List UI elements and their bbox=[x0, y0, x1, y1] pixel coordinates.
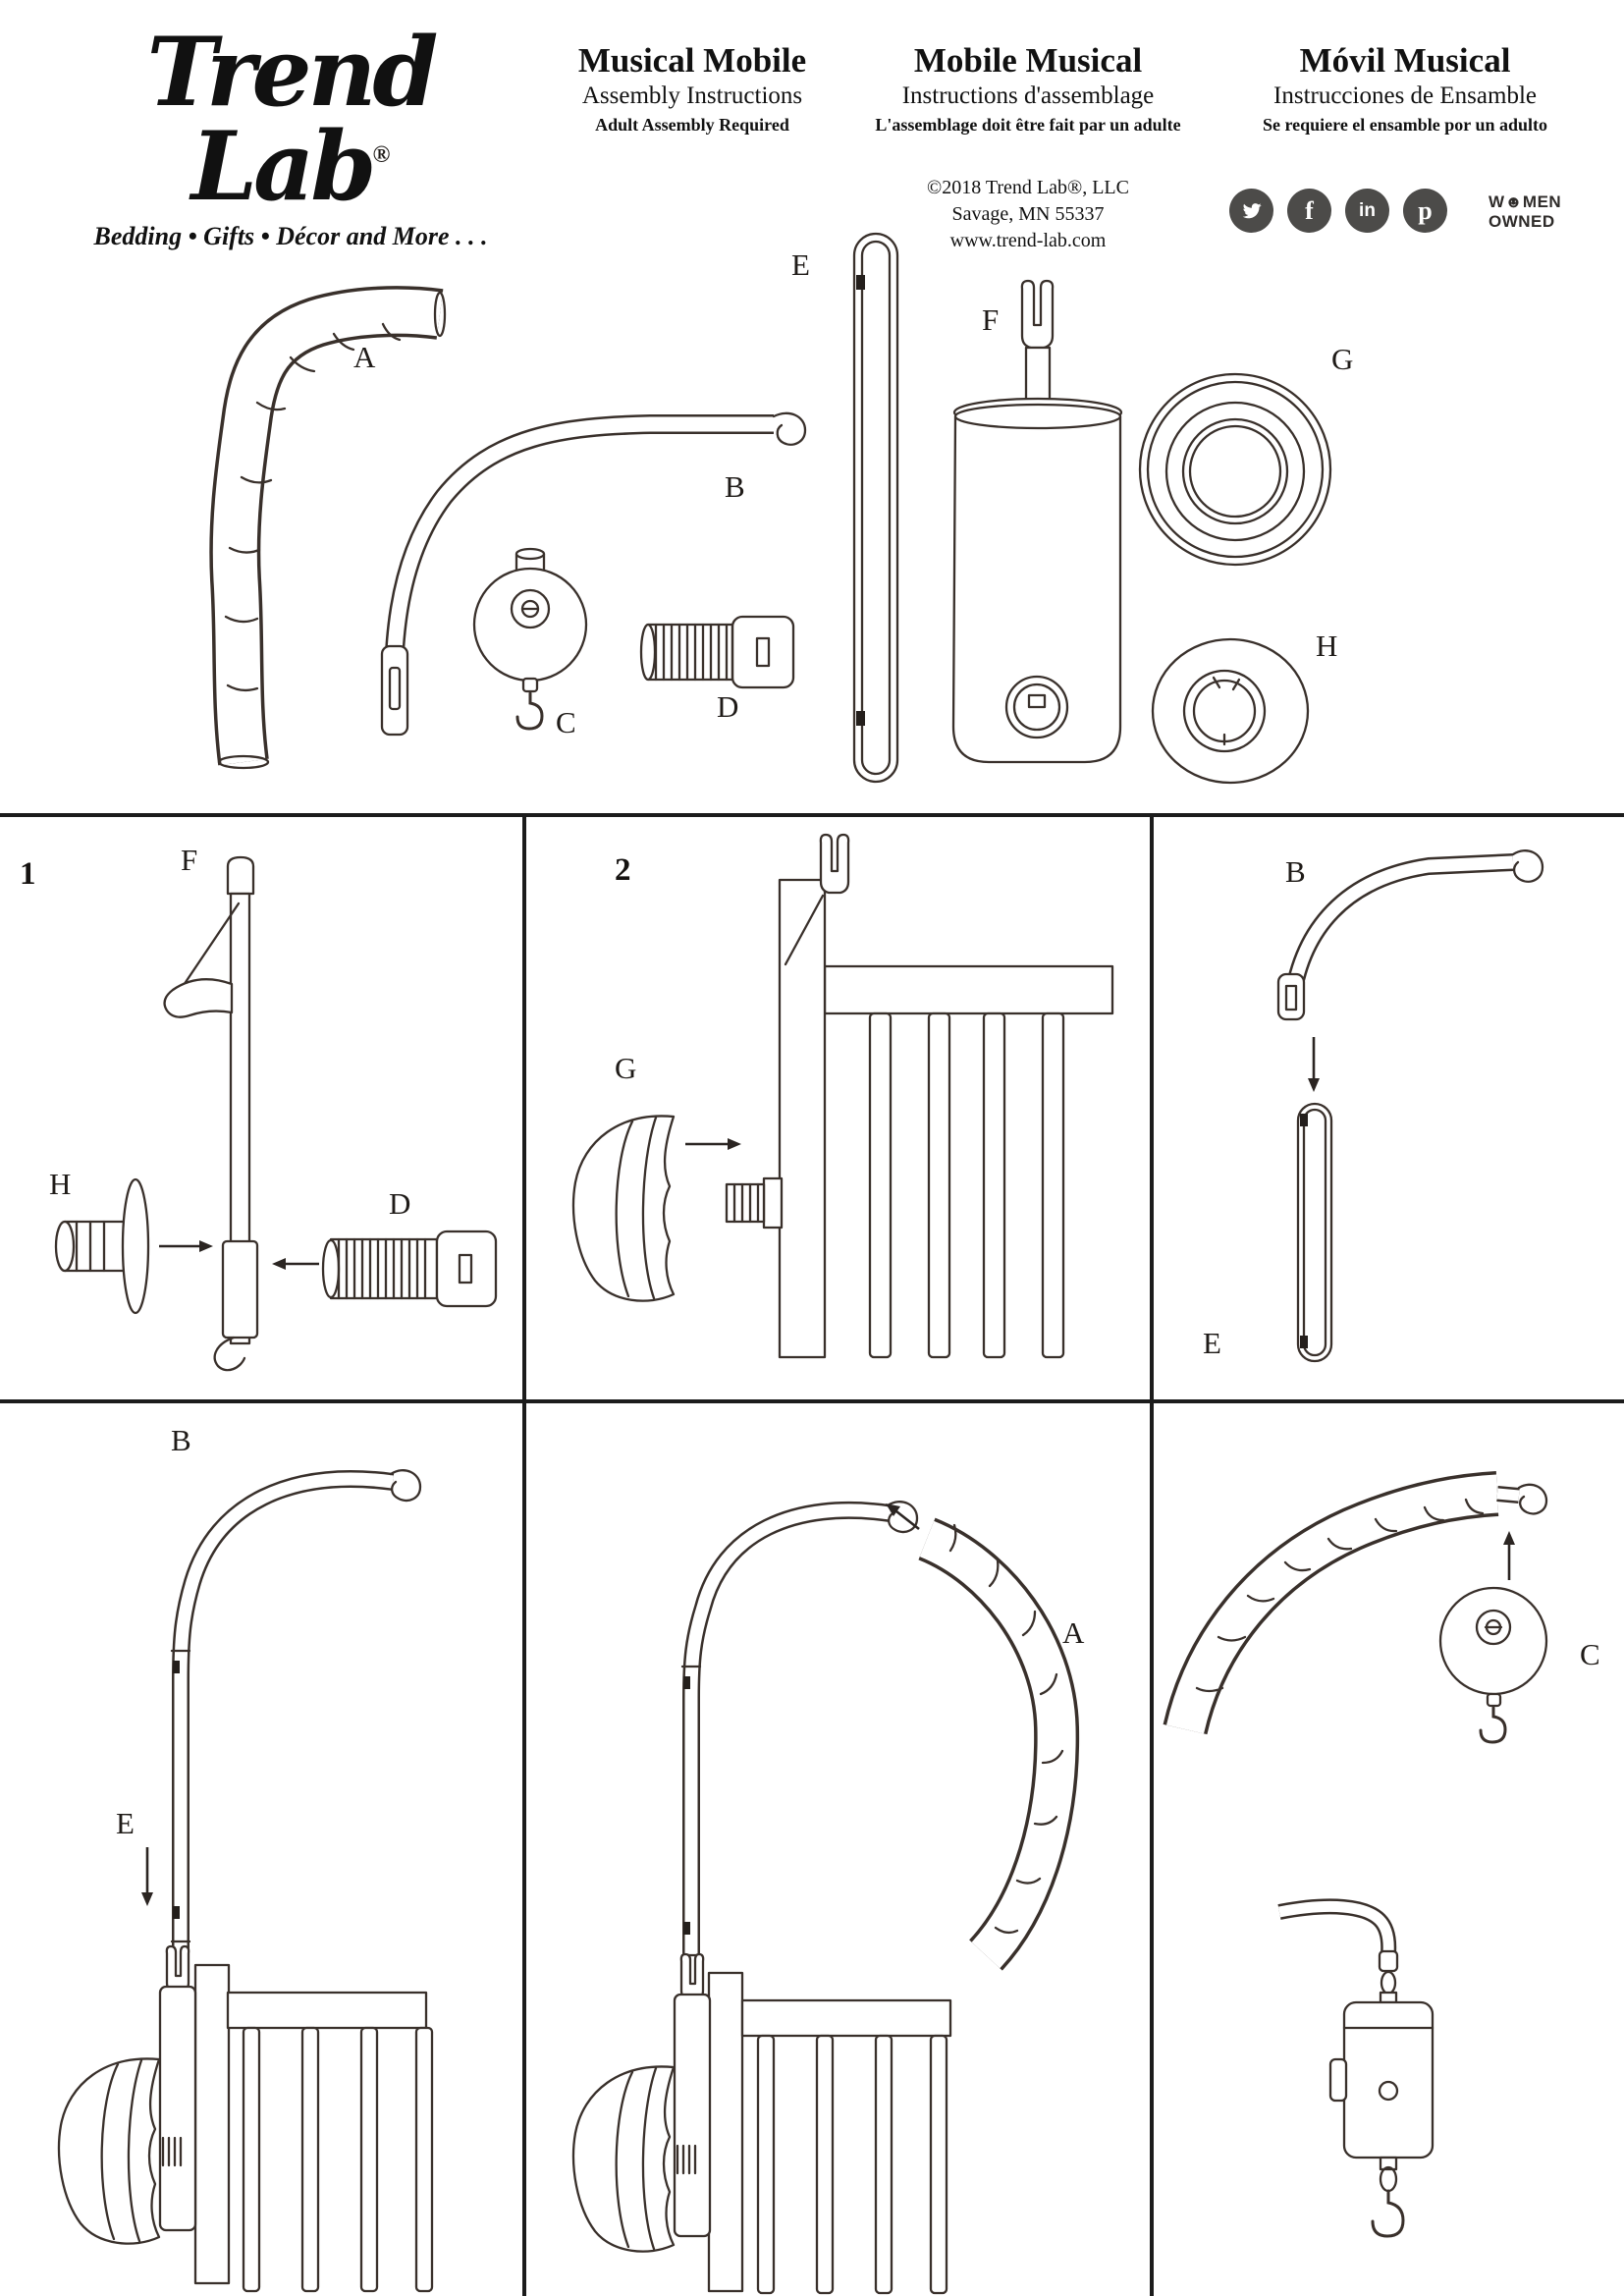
pinterest-icon: p bbox=[1403, 189, 1447, 233]
part-b-mobile-arm bbox=[380, 411, 807, 737]
title-column-spanish: Móvil Musical Instrucciones de Ensamble … bbox=[1233, 41, 1577, 136]
parts-diagram-section: A B C D E F G H bbox=[0, 224, 1624, 813]
brand-logo-block: Trend Lab® Bedding • Gifts • Décor and M… bbox=[55, 26, 526, 251]
step3-label-b: B bbox=[1285, 854, 1306, 889]
step5-crib-drawing bbox=[707, 1971, 952, 2295]
step6-music-box-drawing bbox=[1438, 1586, 1548, 1744]
step2-mobile-post-drawing bbox=[762, 833, 850, 1359]
trend-lab-logo: Trend Lab bbox=[146, 17, 438, 222]
step-1-panel: 1 F H D bbox=[0, 817, 526, 1403]
step4-clamp-drawing bbox=[158, 1944, 197, 2232]
facebook-icon: f bbox=[1287, 189, 1331, 233]
website-line: www.trend-lab.com bbox=[949, 230, 1107, 251]
step2-crib-drawing bbox=[823, 964, 1114, 1359]
step2-screw-drawing bbox=[725, 1182, 766, 1224]
note-english: Adult Assembly Required bbox=[595, 115, 789, 136]
step6-sleeved-arm-drawing bbox=[1163, 1471, 1548, 1735]
step4-label-b: B bbox=[171, 1423, 191, 1457]
part-label-h: H bbox=[1316, 629, 1338, 663]
brand-tagline: Bedding • Gifts • Décor and More . . . bbox=[93, 222, 488, 250]
part-d-threaded-screw bbox=[639, 615, 795, 689]
part-a-fabric-sleeve bbox=[209, 286, 447, 770]
social-icons: f in p bbox=[1229, 189, 1447, 233]
part-label-c: C bbox=[556, 705, 576, 739]
step5-sleeve-a-drawing bbox=[917, 1517, 1080, 1971]
women-owned-line1: W☻MEN bbox=[1489, 192, 1562, 211]
subtitle-spanish: Instrucciones de Ensamble bbox=[1273, 82, 1537, 109]
address-line: Savage, MN 55337 bbox=[951, 203, 1105, 225]
step4-arm-drawing bbox=[170, 1469, 422, 1953]
parts-diagram bbox=[209, 232, 1332, 785]
step5-arm-drawing bbox=[680, 1501, 919, 1969]
part-g-canopy-ring bbox=[1138, 372, 1332, 567]
step2-label-g: G bbox=[615, 1051, 637, 1085]
women-owned-line2: OWNED bbox=[1489, 211, 1555, 231]
step5-label-a: A bbox=[1062, 1615, 1085, 1650]
part-h-knob bbox=[1151, 637, 1310, 785]
step1-screw-d-drawing bbox=[321, 1230, 498, 1308]
step-5-diagram bbox=[571, 1501, 1080, 2295]
step1-label-f: F bbox=[181, 843, 198, 877]
step6-label-c: C bbox=[1580, 1637, 1600, 1671]
step5-canopy-drawing bbox=[571, 2065, 697, 2253]
step1-label-h: H bbox=[49, 1167, 72, 1201]
linkedin-icon: in bbox=[1345, 189, 1389, 233]
step-5-panel: A bbox=[526, 1403, 1154, 2296]
step-2-number: 2 bbox=[615, 852, 631, 888]
registered-mark: ® bbox=[372, 142, 391, 168]
step4-crib-drawing bbox=[193, 1963, 434, 2293]
step4-label-e: E bbox=[116, 1806, 135, 1840]
step-6-panel: C bbox=[1154, 1403, 1624, 2296]
step-2-panel: 2 G bbox=[526, 817, 1154, 1403]
steps-grid: 1 F H D bbox=[0, 813, 1624, 2296]
step-3-diagram bbox=[1276, 849, 1544, 1363]
step3-arm-b-drawing bbox=[1276, 849, 1544, 1021]
title-column-french: Mobile Musical Instructions d'assemblage… bbox=[862, 41, 1194, 136]
step-6-diagram bbox=[1163, 1471, 1548, 2238]
step4-canopy-drawing bbox=[57, 2057, 183, 2245]
step1-knob-h-drawing bbox=[54, 1177, 150, 1315]
step-3-panel: B E bbox=[1154, 817, 1624, 1403]
publisher-block: ©2018 Trend Lab®, LLC Savage, MN 55337 w… bbox=[862, 175, 1194, 254]
step-4-diagram bbox=[57, 1469, 434, 2293]
step1-clamp-post-drawing bbox=[163, 855, 259, 1372]
title-spanish: Móvil Musical bbox=[1299, 41, 1511, 80]
part-label-d: D bbox=[717, 689, 739, 724]
part-label-g: G bbox=[1331, 342, 1354, 376]
step6-closeup-mechanism-drawing bbox=[1277, 1898, 1435, 2238]
part-label-b: B bbox=[725, 469, 745, 504]
twitter-icon bbox=[1229, 189, 1273, 233]
copyright-line: ©2018 Trend Lab®, LLC bbox=[927, 177, 1129, 198]
subtitle-english: Assembly Instructions bbox=[581, 82, 803, 109]
step2-canopy-g-drawing bbox=[571, 1115, 676, 1302]
note-spanish: Se requiere el ensamble por un adulto bbox=[1262, 115, 1548, 136]
title-french: Mobile Musical bbox=[913, 41, 1143, 80]
step-1-diagram bbox=[54, 855, 498, 1372]
part-f-clamp-post bbox=[951, 279, 1123, 764]
subtitle-french: Instructions d'assemblage bbox=[901, 82, 1155, 109]
note-french: L'assemblage doit être fait par un adult… bbox=[875, 115, 1181, 136]
step3-tube-e-drawing bbox=[1296, 1102, 1333, 1363]
step-4-panel: B E bbox=[0, 1403, 526, 2296]
part-label-e: E bbox=[791, 247, 810, 282]
part-label-f: F bbox=[982, 302, 1000, 337]
part-label-a: A bbox=[353, 340, 376, 374]
step3-label-e: E bbox=[1203, 1326, 1221, 1360]
title-column-english: Musical Mobile Assembly Instructions Adu… bbox=[528, 41, 856, 136]
step5-clamp-drawing bbox=[673, 1952, 712, 2238]
part-c-music-box bbox=[472, 547, 588, 731]
title-english: Musical Mobile bbox=[577, 41, 807, 80]
step-1-number: 1 bbox=[20, 856, 36, 892]
women-owned-badge: W☻MEN OWNED bbox=[1489, 192, 1561, 231]
twitter-bird-glyph bbox=[1242, 203, 1262, 219]
part-e-extension-tube bbox=[852, 232, 899, 784]
step-2-diagram bbox=[571, 833, 1114, 1359]
step1-label-d: D bbox=[389, 1186, 411, 1221]
